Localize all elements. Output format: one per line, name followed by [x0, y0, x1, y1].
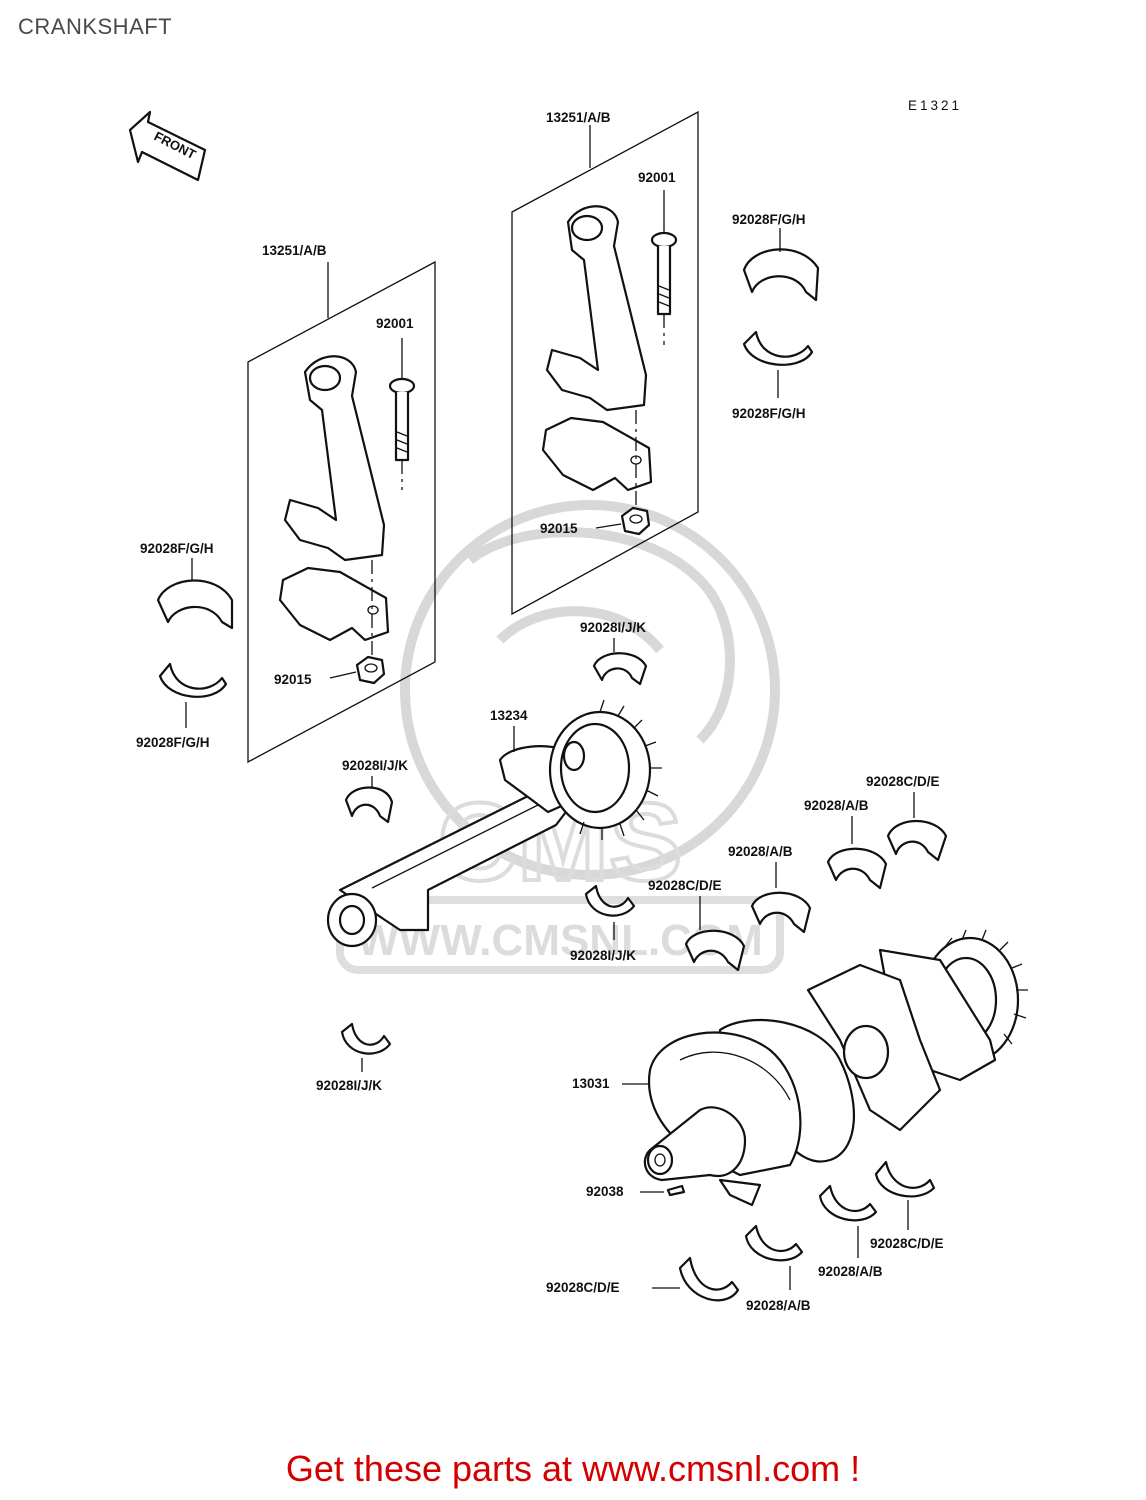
label-bearing-ijk-2: 92028I/J/K: [342, 758, 408, 773]
front-arrow-icon: FRONT: [128, 110, 207, 182]
label-bearing-fgh-4: 92028F/G/H: [136, 735, 210, 750]
label-bearing-ab-1: 92028/A/B: [804, 798, 869, 813]
conrod-assembly-left: [247, 260, 436, 764]
footer-link-text[interactable]: Get these parts at www.cmsnl.com !: [285, 1448, 861, 1489]
page-title: CRANKSHAFT: [18, 14, 173, 39]
bearing-shell-cde-2: [684, 929, 746, 972]
label-bearing-fgh-3: 92028F/G/H: [140, 541, 214, 556]
label-bearing-ab-2: 92028/A/B: [728, 844, 793, 859]
exploded-parts-diagram: CMS WWW.CMSNL.COM E1321 FRONT 13251/A/B …: [128, 98, 1028, 1313]
label-bearing-ab-3: 92028/A/B: [818, 1264, 883, 1279]
label-bearing-ab-4: 92028/A/B: [746, 1298, 811, 1313]
bearing-shell-ijk-2: [344, 786, 394, 824]
label-bearing-cde-2: 92028C/D/E: [648, 878, 722, 893]
label-key: 92038: [586, 1184, 624, 1199]
label-bearing-fgh-2: 92028F/G/H: [732, 406, 806, 421]
label-conrod-left: 13251/A/B: [262, 243, 327, 258]
crankshaft: [643, 929, 1028, 1207]
bearing-shell-ijk-1: [592, 652, 648, 686]
label-bearing-ijk-1: 92028I/J/K: [580, 620, 646, 635]
balancer-gear-icon: [548, 699, 662, 840]
label-bearing-cde-1: 92028C/D/E: [866, 774, 940, 789]
bearing-shell-cde-1: [886, 819, 948, 862]
bearing-shell-fgh-1: [742, 248, 820, 302]
bearing-shell-ijk-4: [340, 1022, 392, 1055]
diagram-code: E1321: [908, 98, 962, 113]
bearing-shell-cde-3: [874, 1160, 936, 1198]
bearing-shell-ijk-3: [584, 884, 636, 917]
bearing-shell-ab-4: [744, 1224, 804, 1262]
label-bearing-cde-4: 92028C/D/E: [546, 1280, 620, 1295]
label-nut-left: 92015: [274, 672, 312, 687]
label-crankshaft: 13031: [572, 1076, 610, 1091]
conrod-assembly-right: [511, 110, 699, 616]
bearing-shell-fgh-2: [742, 330, 814, 366]
label-bearing-ijk-4: 92028I/J/K: [316, 1078, 382, 1093]
bearing-shell-fgh-4: [158, 662, 228, 698]
woodruff-key: [666, 1184, 686, 1197]
bearing-shell-cde-4: [678, 1256, 740, 1302]
label-bearing-fgh-1: 92028F/G/H: [732, 212, 806, 227]
label-bolt-left: 92001: [376, 316, 414, 331]
label-nut-right: 92015: [540, 521, 578, 536]
label-bolt-right: 92001: [638, 170, 676, 185]
bearing-shell-ab-1: [826, 847, 888, 890]
bearing-shell-fgh-3: [156, 579, 234, 630]
label-balancer: 13234: [490, 708, 528, 723]
bearing-shell-ab-3: [818, 1184, 878, 1222]
label-bearing-cde-3: 92028C/D/E: [870, 1236, 944, 1251]
label-bearing-ijk-3: 92028I/J/K: [570, 948, 636, 963]
balancer-shaft: [326, 699, 662, 948]
bearing-shell-ab-2: [750, 891, 812, 934]
label-conrod-right: 13251/A/B: [546, 110, 611, 125]
